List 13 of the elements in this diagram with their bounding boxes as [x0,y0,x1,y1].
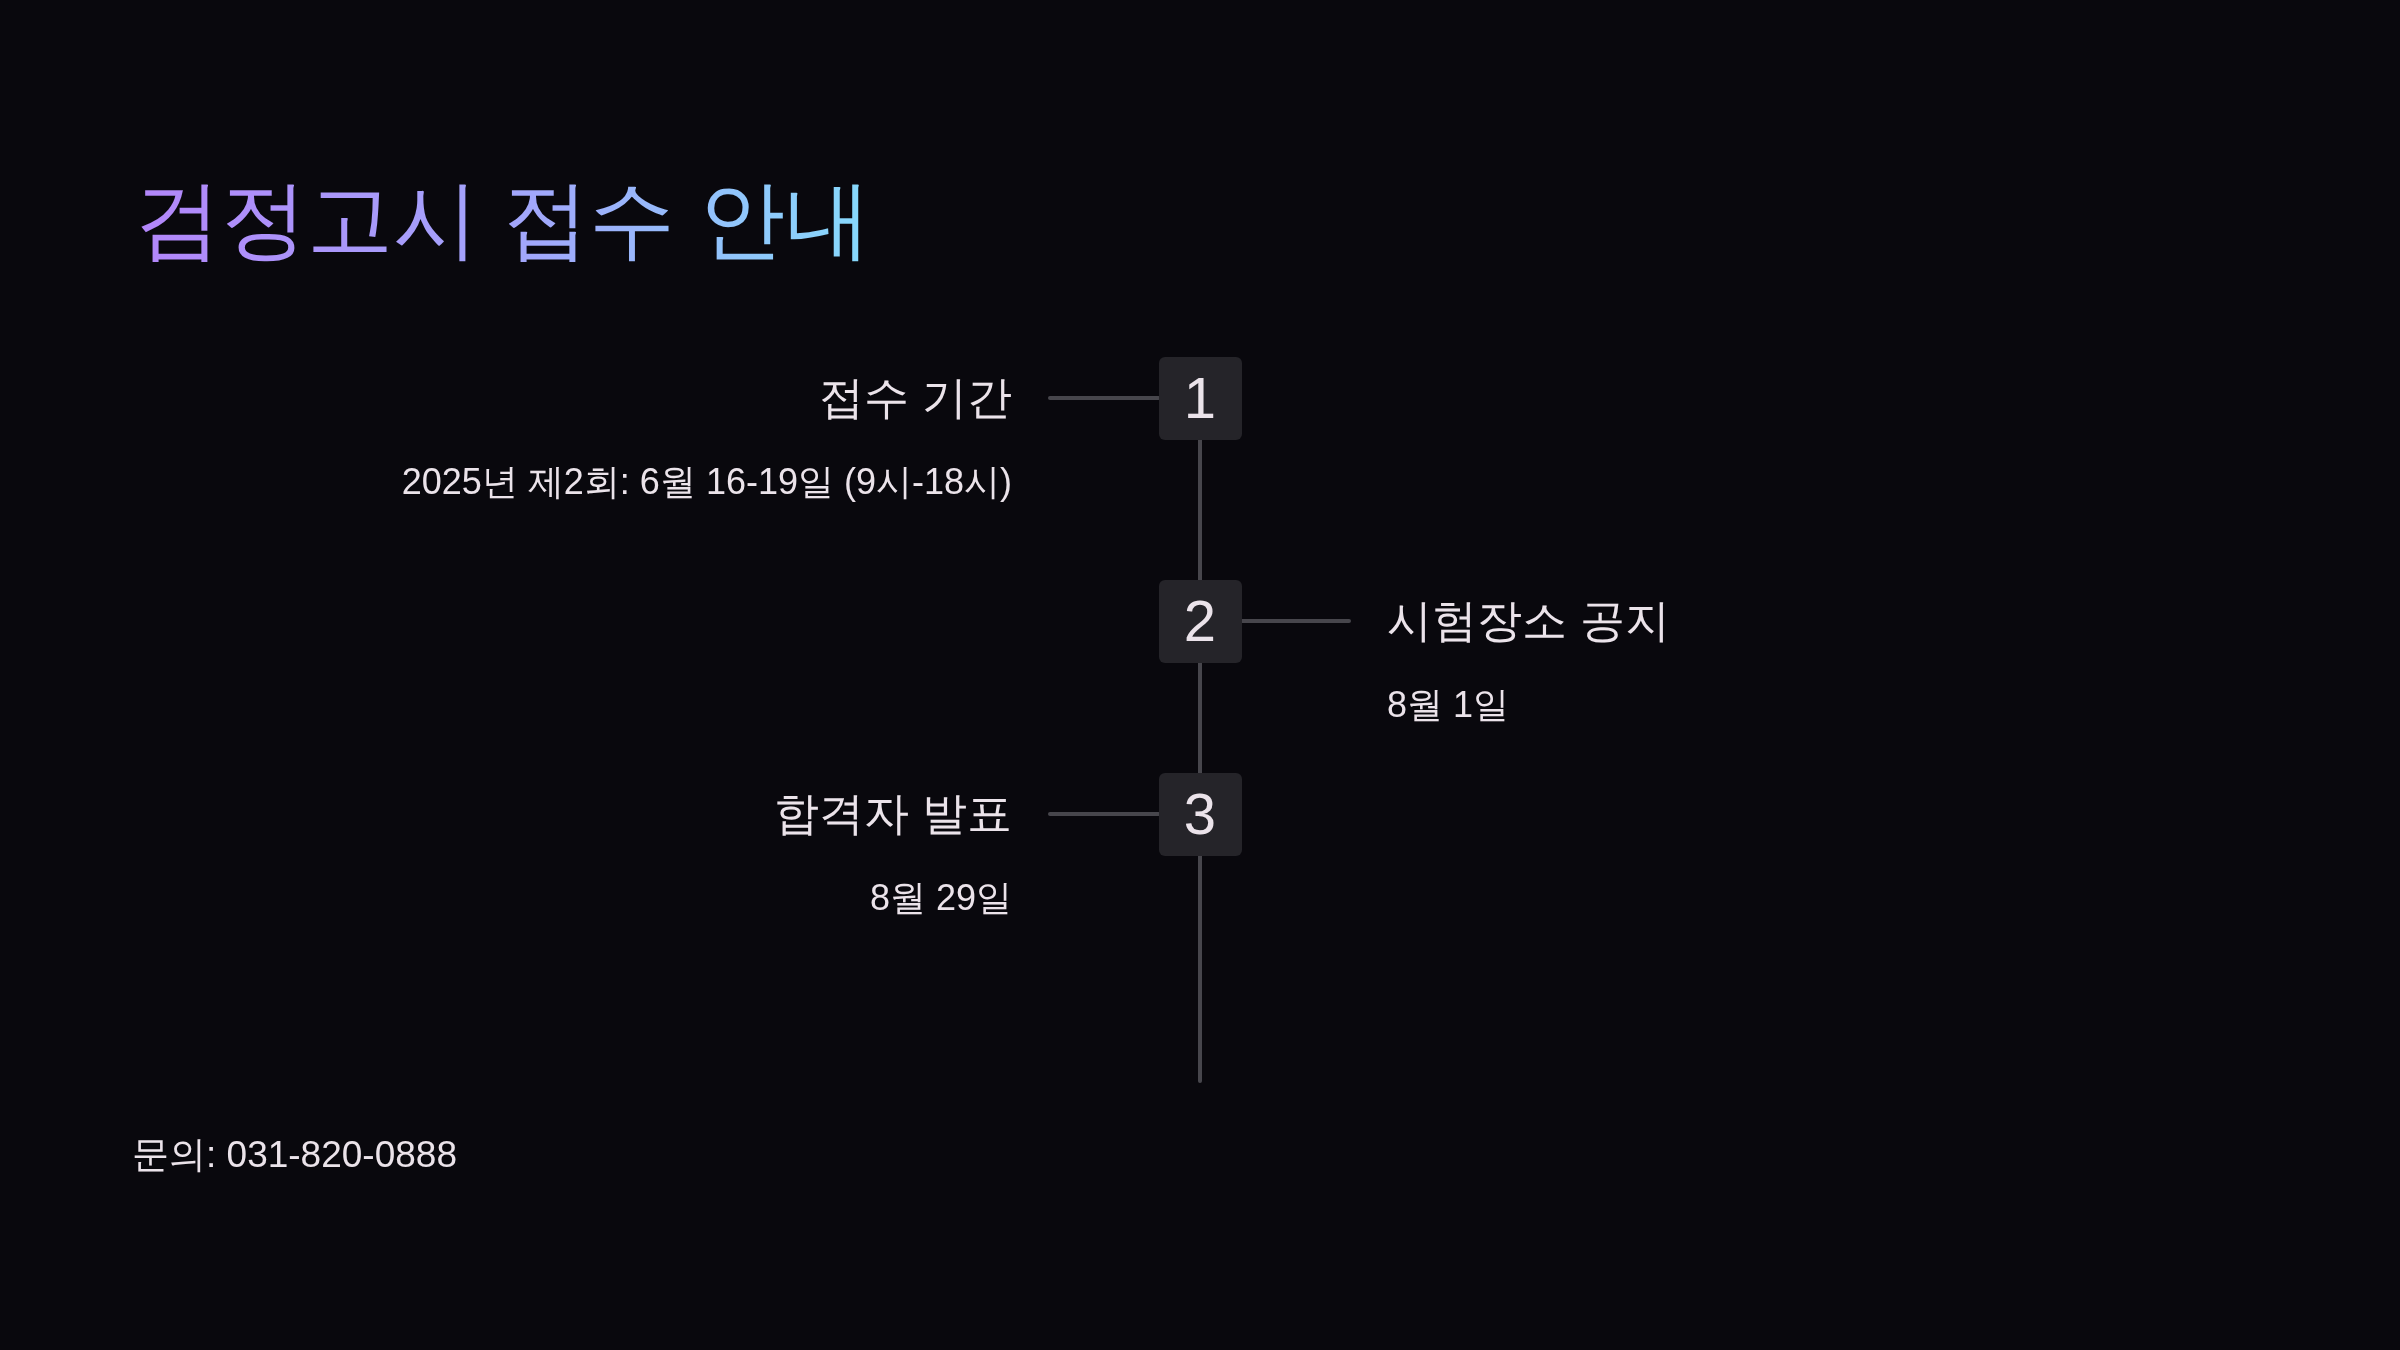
timeline-line [1198,437,1202,582]
step-number-box: 1 [1158,356,1242,440]
contact-note: 문의: 031-820-0888 [132,1133,457,1177]
step-number-box: 3 [1158,772,1242,856]
timeline-line [1198,853,1202,1083]
timeline-line [1198,660,1202,775]
step-detail: 8월 29일 [869,876,1012,920]
step-detail: 2025년 제2회: 6월 16-19일 (9시-18시) [401,460,1012,504]
step-heading: 합격자 발표 [774,787,1012,841]
step-detail: 8월 1일 [1387,683,1510,727]
step-heading: 시험장소 공지 [1387,594,1670,648]
step-heading: 접수 기간 [819,371,1012,425]
step-number-box: 2 [1158,579,1242,663]
